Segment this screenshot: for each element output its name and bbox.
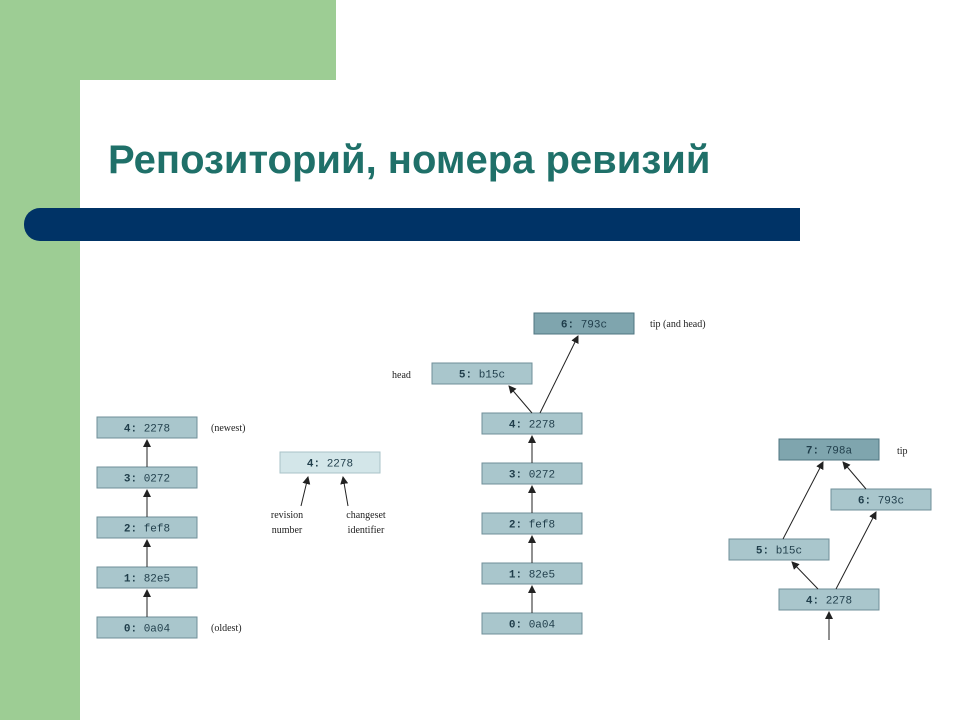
linear-history-diagram: 4: 2278 3: 0272 2: fef8 1: 82e5 0: 0a04 … [96, 416, 245, 639]
changeset-node-tip: 6: 793c [533, 312, 635, 335]
newest-label: (newest) [211, 423, 245, 434]
svg-text:7: 798a: 7: 798a [806, 446, 853, 458]
legend-arrow-changeset [340, 476, 349, 507]
decor-green-strip [0, 0, 80, 720]
changeset-node: 5: b15c [728, 538, 830, 561]
head-label: head [392, 370, 411, 381]
changeset-identifier-label-line1: changeset [346, 510, 386, 521]
merge-history-diagram: 7: 798a 6: 793c 5: b15c 4: 2278 tip [728, 438, 932, 640]
parent-arrow [539, 335, 579, 414]
changeset-node: 4: 2278 [96, 416, 198, 439]
changeset-legend: 4: 2278 revision number changeset identi… [271, 451, 386, 536]
svg-text:3: 0272: 3: 0272 [124, 474, 170, 486]
changeset-node: 2: fef8 [96, 516, 198, 539]
slide-title: Репозиторий, номера ревизий [108, 138, 711, 182]
tip-label: tip [897, 446, 908, 457]
branched-history-diagram: 6: 793c 5: b15c 4: 2278 3: 0272 2: fef8 … [392, 312, 706, 635]
changeset-node: 1: 82e5 [481, 562, 583, 585]
changeset-identifier-label-line2: identifier [348, 525, 385, 536]
changeset-node: 4: 2278 [481, 412, 583, 435]
changeset-node-tip: 7: 798a [778, 438, 880, 461]
tip-and-head-label: tip (and head) [650, 319, 706, 330]
legend-arrow-revision [300, 476, 311, 507]
legend-node-text: 4: 2278 [307, 459, 353, 471]
parent-arrow [508, 385, 533, 414]
merge-arrow [842, 461, 867, 490]
svg-text:4: 2278: 4: 2278 [806, 596, 852, 608]
svg-text:6: 793c: 6: 793c [561, 320, 607, 332]
changeset-node: 2: fef8 [481, 512, 583, 535]
svg-text:4: 2278: 4: 2278 [509, 420, 555, 432]
svg-text:6: 793c: 6: 793c [858, 496, 904, 508]
svg-text:2: fef8: 2: fef8 [509, 520, 555, 532]
revision-number-label-line1: revision [271, 510, 303, 521]
changeset-node: 1: 82e5 [96, 566, 198, 589]
parent-arrow [791, 561, 819, 590]
svg-text:4: 2278: 4: 2278 [124, 424, 170, 436]
merge-arrow [782, 461, 824, 540]
svg-text:1: 82e5: 1: 82e5 [124, 574, 170, 586]
changeset-node: 0: 0a04 [481, 612, 583, 635]
oldest-label: (oldest) [211, 623, 242, 634]
svg-text:1: 82e5: 1: 82e5 [509, 570, 555, 582]
svg-text:0: 0a04: 0: 0a04 [509, 620, 556, 632]
changeset-node: 0: 0a04 [96, 616, 198, 639]
revision-number-label-line2: number [272, 525, 303, 536]
changeset-node: 3: 0272 [481, 462, 583, 485]
svg-text:5: b15c: 5: b15c [756, 546, 802, 558]
changeset-node: 4: 2278 [778, 588, 880, 611]
svg-text:2: fef8: 2: fef8 [124, 524, 170, 536]
svg-text:3: 0272: 3: 0272 [509, 470, 555, 482]
svg-text:5: b15c: 5: b15c [459, 370, 505, 382]
parent-arrow [835, 511, 877, 590]
changeset-node: 3: 0272 [96, 466, 198, 489]
title-underline-bar [24, 208, 800, 241]
changeset-node-head: 5: b15c [431, 362, 533, 385]
changeset-node: 6: 793c [830, 488, 932, 511]
svg-text:0: 0a04: 0: 0a04 [124, 624, 171, 636]
